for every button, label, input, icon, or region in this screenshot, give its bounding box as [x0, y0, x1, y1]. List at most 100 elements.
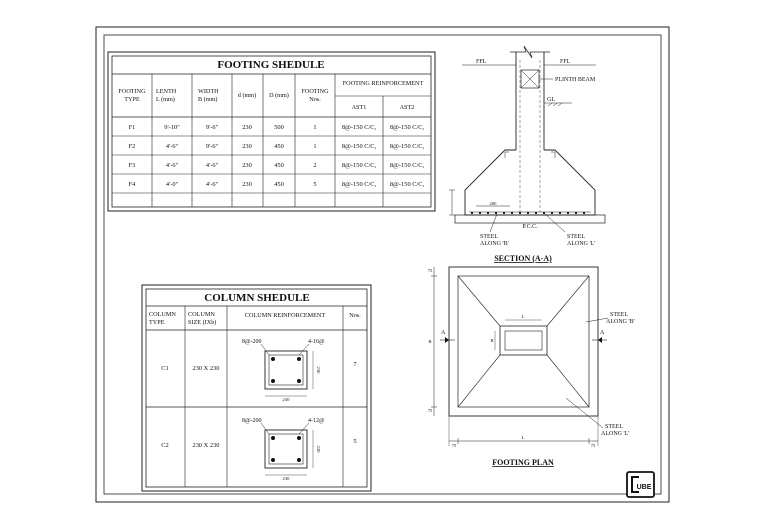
column-height-dim: 230 [316, 446, 321, 454]
plan-steel-l-1: STEEL [605, 424, 623, 430]
rebar-dot [297, 458, 301, 462]
footing-cell-type: F1 [129, 124, 136, 131]
footing-schedule-title: FOOTING SHEDULE [217, 59, 324, 71]
hdr-D: D (mm) [269, 92, 289, 99]
ffl-left-label: FFL [476, 59, 487, 65]
column-schedule-title: COLUMN SHEDULE [204, 292, 309, 304]
logo-text: UBE [637, 484, 652, 491]
column-bars-label: 4-12@ [308, 418, 325, 424]
column-nos-cell: 5 [353, 438, 356, 445]
column-section-sketch [260, 422, 314, 476]
footing-cell-nos: 1 [313, 143, 316, 150]
plan-dim-75-right: 75 [591, 443, 596, 448]
rebar-dot [271, 357, 275, 361]
hdr-footing-nos-1: FOOTING [301, 88, 329, 95]
footing-cell-width: 4'-6" [206, 162, 219, 169]
column-section-sketch [260, 343, 314, 397]
plinth-beam-label: PLINTH BEAM [555, 77, 596, 83]
footing-cell-d: 230 [242, 162, 252, 169]
column-tie-label: 8@-200 [242, 339, 262, 345]
footing-cell-ast2: 8@-150 C/C, [390, 181, 425, 188]
pcc-label: P.C.C. [522, 224, 538, 230]
column-nos-cell: 7 [353, 361, 357, 368]
footing-cell-d: 230 [242, 143, 252, 150]
dim-200-label: 200 [490, 201, 498, 206]
hdr-width-2: B (mm) [198, 96, 217, 103]
footing-cell-type: F3 [129, 162, 136, 169]
column-tie-label: 8@-200 [242, 418, 262, 424]
hdr-length-1: LENTH [156, 88, 177, 95]
plan-section-mark-right: A [600, 330, 605, 336]
rebar-dot [271, 436, 275, 440]
hdr-column-reinforcement: COLUMN REINFORCEMENT [245, 312, 325, 319]
section-steel-l-1: STEEL [567, 234, 585, 240]
plan-dim-75-left: 75 [452, 443, 457, 448]
plan-dim-b-left: B [428, 339, 431, 344]
plan-dim-l-bottom: L [522, 435, 525, 440]
footing-cell-D: 500 [274, 124, 284, 131]
plan-section-arrows [445, 337, 602, 343]
plan-steel-l-2: ALONG 'L' [601, 431, 629, 437]
rebar-dot [297, 379, 301, 383]
hdr-column-type-1: COLUMN [149, 311, 176, 318]
hdr-footing-reinforcement: FOOTING REINFORCEMENT [343, 80, 424, 87]
hdr-length-2: L (mm) [156, 96, 175, 103]
footing-cell-ast1: 8@-150 C/C, [342, 124, 377, 131]
section-caption: SECTION (A-A) [494, 254, 552, 263]
column-type-cell: C1 [161, 365, 168, 372]
plan-dim-75-top: 75 [428, 268, 433, 273]
column-schedule: COLUMN SHEDULE COLUMN TYPE COLUMN SIZE (… [141, 284, 372, 492]
footing-cell-ast2: 8@-150 C/C, [390, 124, 425, 131]
plan-steel-b-2: ALONG 'B' [606, 319, 635, 325]
hdr-column-size-1: COLUMN [188, 311, 215, 318]
hdr-ast2: AST2 [400, 104, 415, 111]
footing-cell-ast2: 8@-150 C/C, [390, 162, 425, 169]
column-bars-label: 4-16@ [308, 339, 325, 345]
gl-label: GL [547, 97, 555, 103]
footing-cell-length: 9'-10" [164, 124, 180, 131]
hdr-column-type-2: TYPE [149, 319, 165, 326]
hdr-footing-type-1: FOOTING [118, 88, 146, 95]
hdr-ast1: AST1 [352, 104, 367, 111]
rebar-dot [271, 458, 275, 462]
hdr-width-1: WIDTH [198, 88, 219, 95]
inner-border [103, 34, 662, 495]
hdr-column-nos: Nos. [349, 312, 361, 319]
footing-cell-width: 9'-6" [206, 143, 219, 150]
rebar-dot [271, 379, 275, 383]
footing-schedule: FOOTING SHEDULE FOOTING TYPE LENTH L (mm… [107, 51, 436, 212]
column-size-cell: 230 X 230 [193, 442, 220, 449]
footing-cell-nos: 5 [313, 181, 316, 188]
footing-cell-type: F2 [129, 143, 136, 150]
rebar-dot [297, 436, 301, 440]
plan-inner-dim-l: L [522, 314, 525, 319]
section-steel-b-1: STEEL [480, 234, 498, 240]
hdr-d: d (mm) [238, 92, 256, 99]
plan-section-mark-left: A [441, 330, 446, 336]
plan-caption: FOOTING PLAN [492, 458, 554, 467]
footing-cell-D: 450 [274, 143, 284, 150]
footing-cell-ast2: 8@-150 C/C, [390, 143, 425, 150]
column-size-cell: 230 X 230 [193, 365, 220, 372]
footing-cell-nos: 1 [313, 124, 316, 131]
footing-cell-type: F4 [129, 181, 137, 188]
column-type-cell: C2 [161, 442, 168, 449]
outer-border [95, 26, 670, 503]
hdr-footing-type-2: TYPE [124, 96, 140, 103]
footing-cell-ast1: 8@-150 C/C, [342, 143, 377, 150]
plan-steel-b-1: STEEL [610, 312, 628, 318]
footing-cell-d: 230 [242, 181, 252, 188]
section-steel-b-2: ALONG 'B' [480, 241, 509, 247]
plan-inner-dim-b: B [490, 338, 493, 343]
footing-cell-ast1: 8@-150 C/C, [342, 181, 377, 188]
cube-logo: UBE [626, 471, 655, 498]
footing-rows: F1 9'-10" 9'-6" 230 500 1 8@-150 C/C, 8@-150 C/… [129, 124, 425, 188]
footing-cell-length: 4'-0" [166, 181, 179, 188]
rebar-dot [297, 357, 301, 361]
footing-cell-length: 4'-6" [166, 143, 179, 150]
column-height-dim: 230 [316, 367, 321, 375]
column-width-dim: 230 [283, 476, 291, 481]
